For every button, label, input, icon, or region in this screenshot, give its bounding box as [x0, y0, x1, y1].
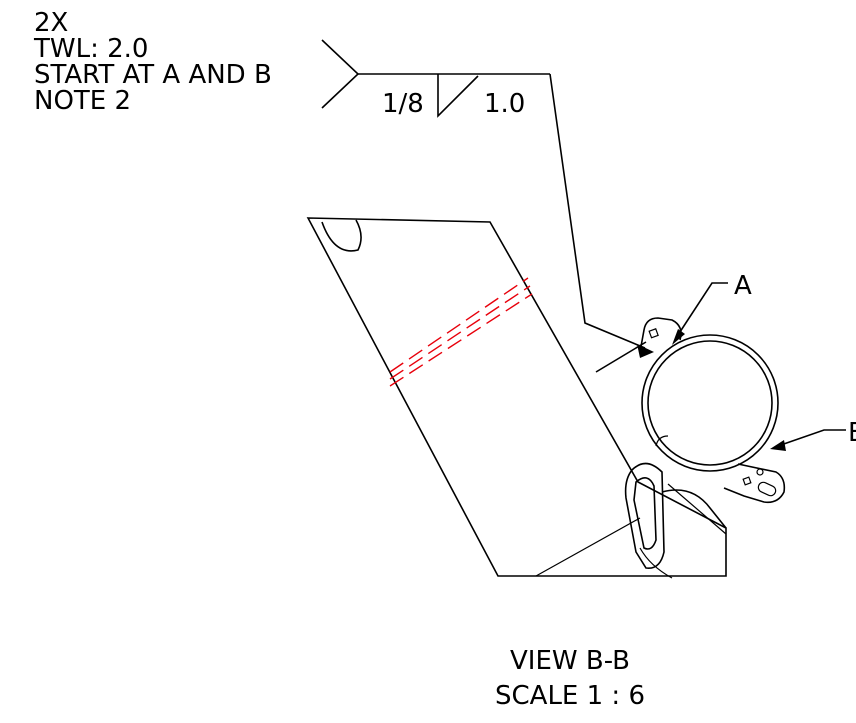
- clamp-slot: [757, 481, 777, 497]
- clamp-small-hole: [756, 468, 764, 476]
- weld-note-line-4: NOTE 2: [34, 86, 132, 116]
- hidden-line-upper: [389, 277, 529, 373]
- weld-symbol: 1/8 1.0: [321, 39, 654, 358]
- weld-note-line-1: 2X: [34, 8, 69, 38]
- callout-b-arrowhead: [770, 440, 786, 451]
- plate-bend-line: [535, 517, 641, 577]
- handle-bracket: [661, 489, 727, 529]
- handle-inner: [633, 477, 657, 550]
- hidden-lines: [389, 277, 533, 387]
- tube-weld-mark: [655, 435, 669, 447]
- weld-size-text: 1/8: [382, 89, 424, 119]
- weld-note: 2X TWL: 2.0 START AT A AND B NOTE 2: [34, 10, 272, 114]
- hidden-line-middle: [389, 285, 531, 380]
- callout-b: B: [770, 418, 856, 451]
- tube-outer-circle: [641, 334, 779, 472]
- callout-b-label: B: [848, 418, 856, 448]
- fillet-weld-symbol: [437, 74, 479, 118]
- callout-a-label: A: [734, 271, 752, 301]
- weld-symbol-tail: [321, 39, 360, 109]
- handle-loop: [624, 462, 727, 579]
- clamp-tab-upper: [639, 317, 682, 353]
- weld-note-line-3: START AT A AND B: [34, 60, 272, 90]
- weld-length-text: 1.0: [484, 89, 525, 119]
- weld-leader-line: [549, 73, 646, 349]
- handle-outer: [624, 462, 665, 569]
- callout-a-leader: [675, 282, 728, 339]
- clamp-square-hole: [648, 328, 659, 339]
- callout-a-arrowhead: [672, 329, 685, 345]
- plate-notch: [321, 219, 362, 252]
- callout-a: A: [672, 271, 752, 345]
- plate-rib-line: [667, 483, 727, 535]
- hidden-line-lower: [389, 293, 533, 387]
- handle-cable: [639, 547, 673, 579]
- plate-edge-line: [595, 341, 647, 373]
- tube-clamp: [639, 317, 786, 504]
- clamp-tab-lower: [723, 463, 786, 504]
- view-title: VIEW B-B: [510, 646, 630, 676]
- view-scale: SCALE 1 : 6: [495, 681, 645, 711]
- weld-note-line-2: TWL: 2.0: [34, 34, 149, 64]
- clamp-square-hole-lower: [742, 476, 752, 486]
- callout-b-leader: [777, 429, 846, 447]
- tube-inner-circle: [647, 340, 773, 466]
